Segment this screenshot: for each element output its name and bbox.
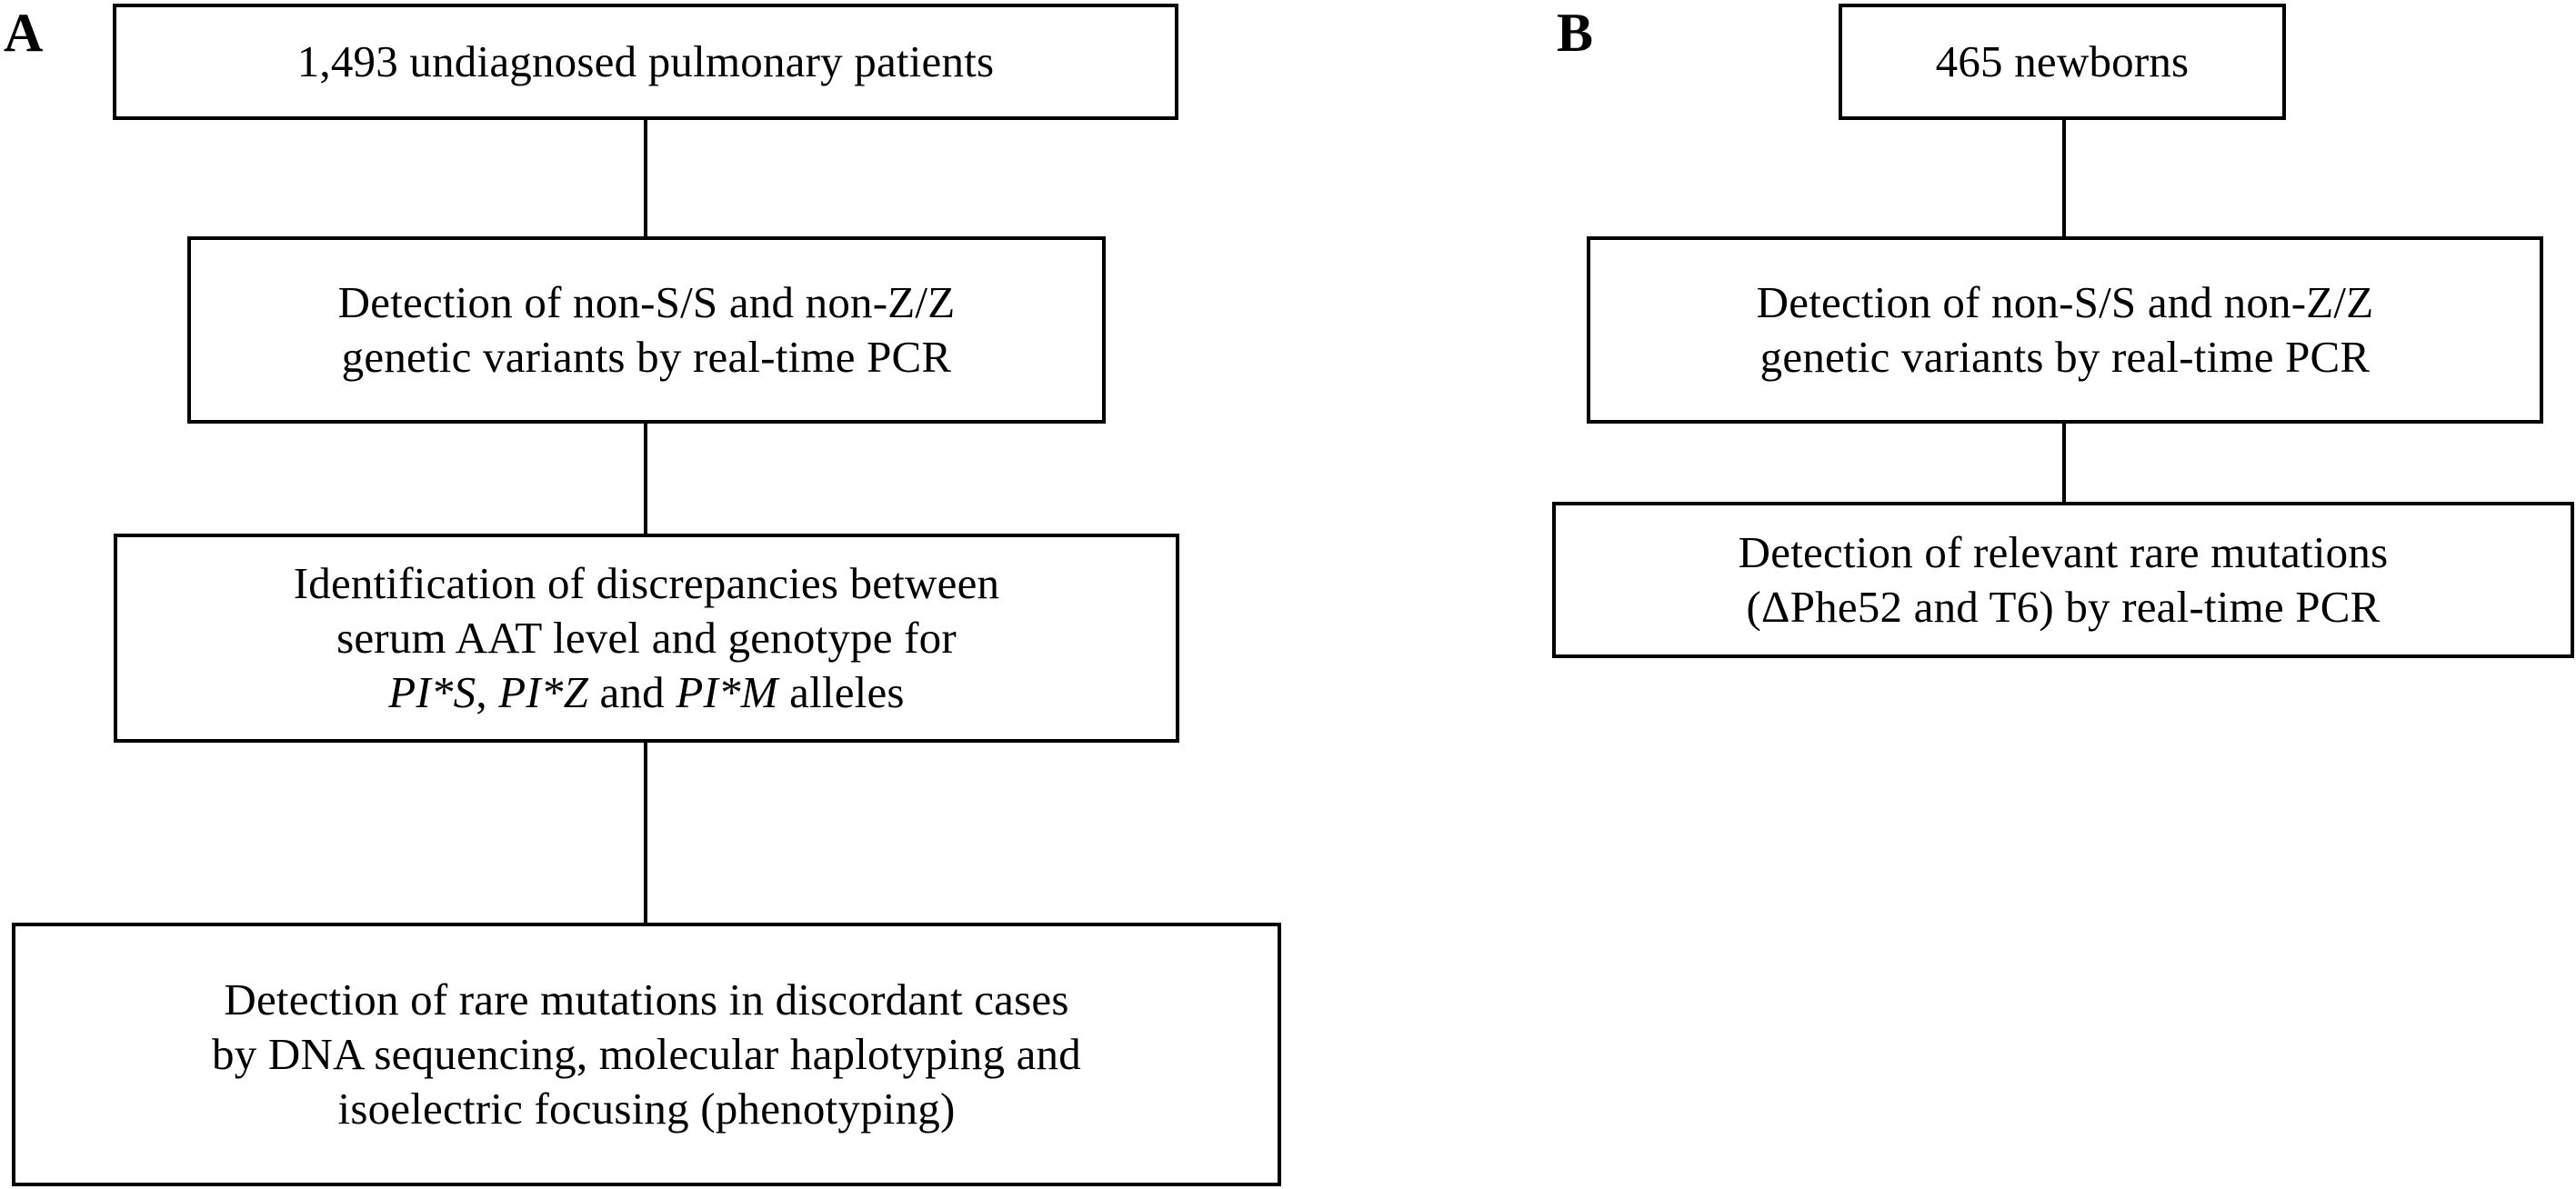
panel-a-rare-mutation-detection-box: Detection of rare mutations in discordan… — [12, 923, 1281, 1186]
connector-b1-to-b2 — [2062, 118, 2066, 240]
panel-a-detection-variants-box: Detection of non-S/S and non-Z/Z genetic… — [187, 236, 1106, 424]
connector-b2-to-b3 — [2062, 421, 2066, 505]
connector-a3-to-a4 — [644, 740, 647, 925]
panel-b-newborn-cohort-box: 465 newborns — [1839, 4, 2286, 120]
connector-a1-to-a2 — [644, 118, 647, 240]
panel-b-relevant-rare-mutations-box: Detection of relevant rare mutations (ΔP… — [1552, 502, 2574, 658]
panel-label-a: A — [4, 3, 44, 63]
panel-b-detection-variants-text: Detection of non-S/S and non-Z/Z genetic… — [1756, 277, 2374, 382]
panel-a-detection-variants-text: Detection of non-S/S and non-Z/Z genetic… — [337, 277, 956, 382]
panel-b-detection-variants-box: Detection of non-S/S and non-Z/Z genetic… — [1587, 236, 2543, 424]
connector-a2-to-a3 — [644, 421, 647, 537]
panel-b-relevant-rare-mutations-text: Detection of relevant rare mutations (ΔP… — [1738, 527, 2389, 632]
panel-a-rare-mutation-detection-text: Detection of rare mutations in discordan… — [212, 974, 1081, 1134]
panel-a-cohort-box: 1,493 undiagnosed pulmonary patients — [113, 4, 1178, 120]
panel-label-b: B — [1557, 3, 1594, 63]
panel-a-cohort-text: 1,493 undiagnosed pulmonary patients — [296, 36, 995, 87]
panel-b-newborn-cohort-text: 465 newborns — [1935, 36, 2190, 87]
